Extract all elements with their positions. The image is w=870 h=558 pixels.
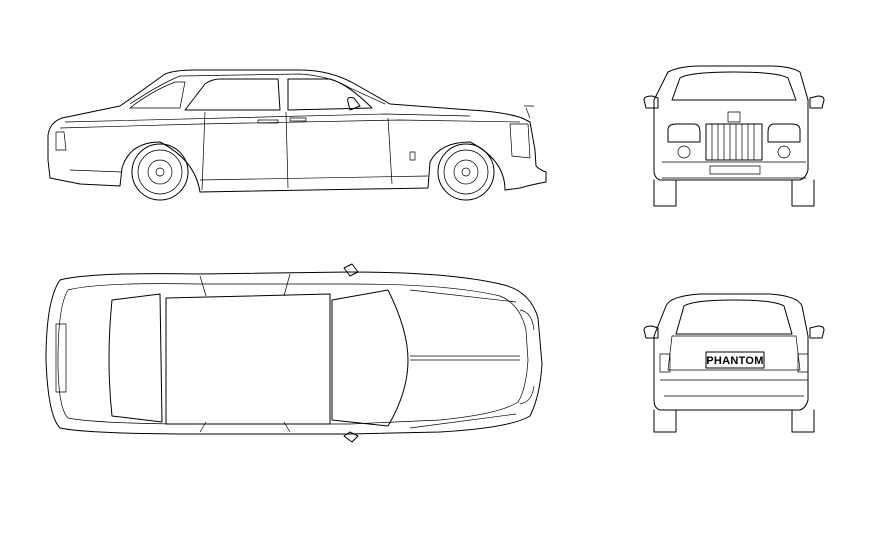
rear-view: PHANTOM	[643, 293, 825, 433]
front-view	[643, 65, 825, 207]
rear-license-plate	[705, 351, 765, 369]
grille-bars	[711, 124, 755, 160]
plate-text: PHANTOM	[706, 355, 764, 367]
side-view	[47, 69, 547, 201]
top-view	[45, 263, 543, 443]
